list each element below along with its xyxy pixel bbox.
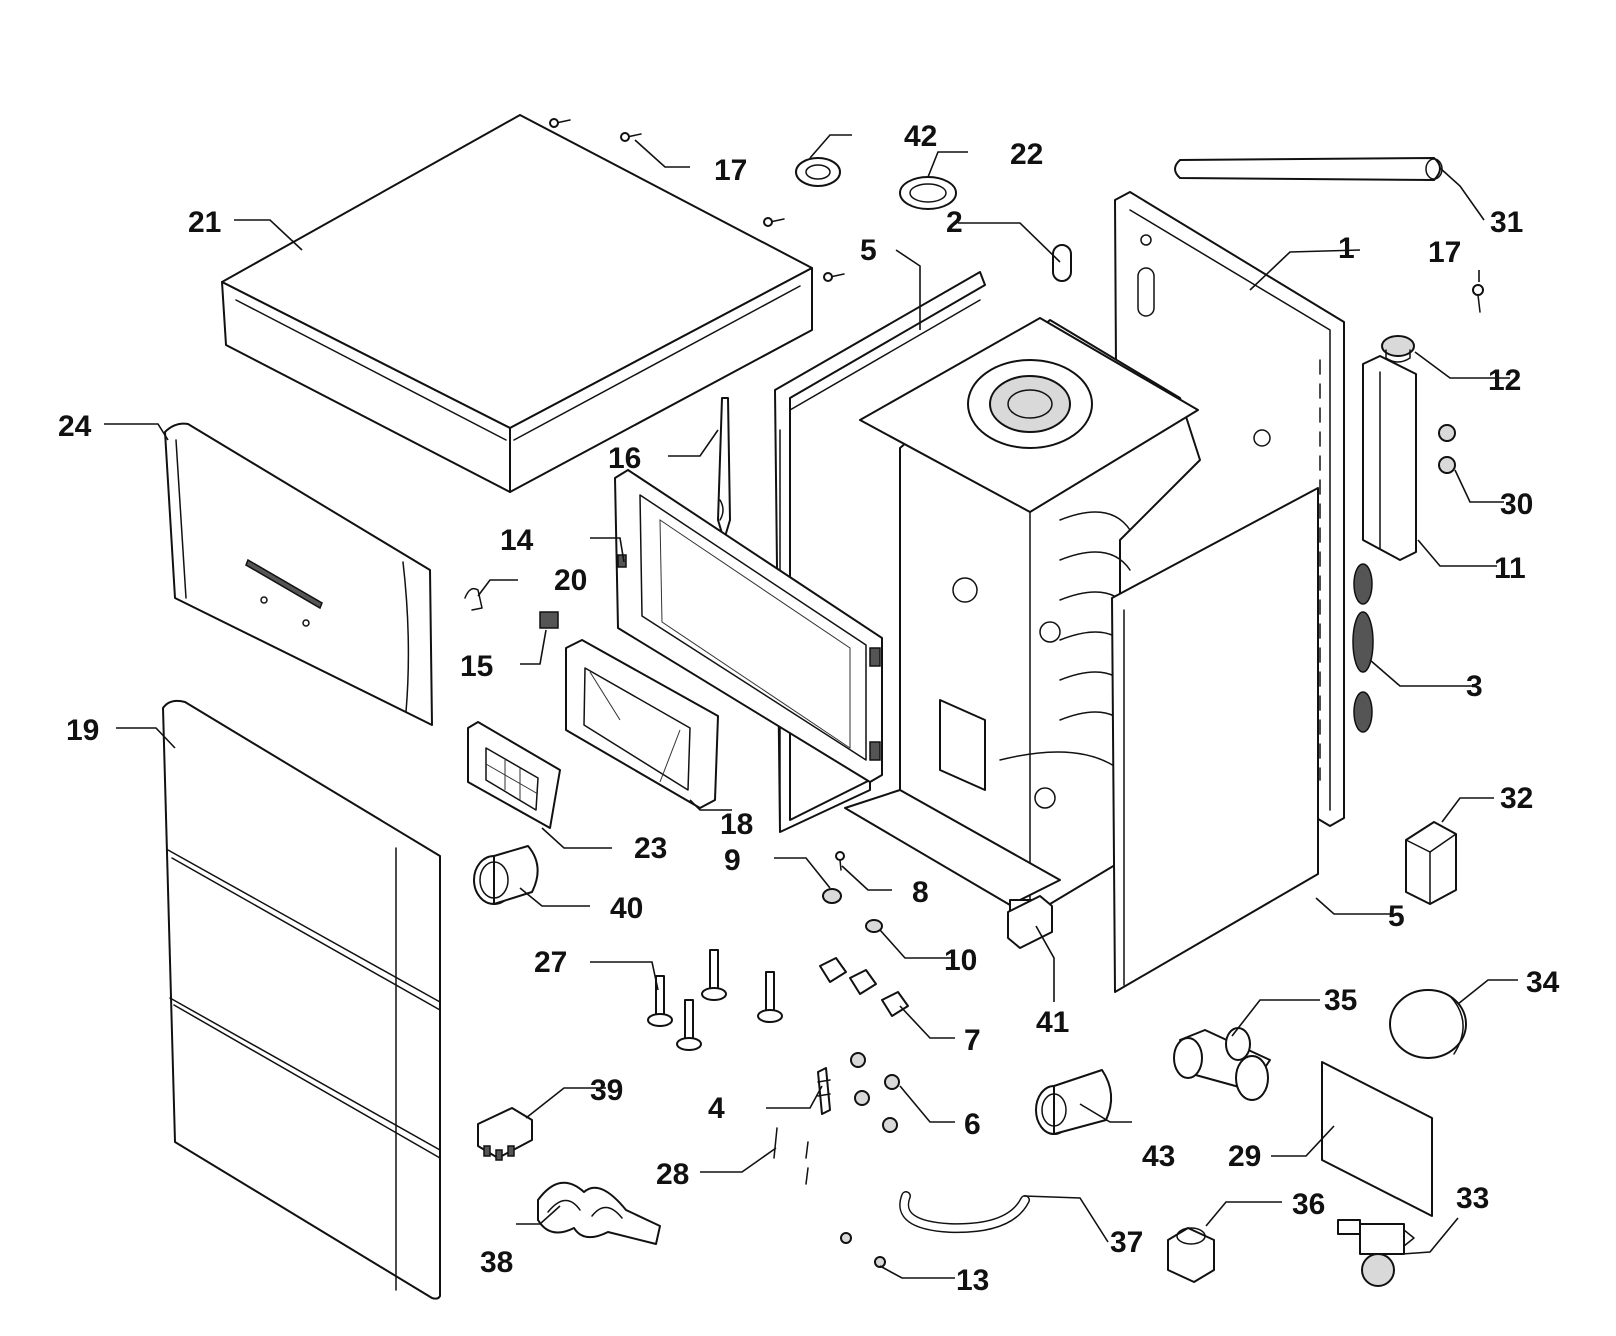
part-15-switch <box>539 611 559 629</box>
part-34-cap <box>1389 989 1467 1059</box>
leader-lines <box>104 134 1518 1279</box>
callout-35: 35 <box>1324 984 1357 1017</box>
callout-16: 16 <box>608 442 641 475</box>
part-32-box <box>1405 821 1457 905</box>
callout-33: 33 <box>1456 1182 1489 1215</box>
part-4-connector <box>817 1067 831 1115</box>
part-38-cable-clamp <box>537 1181 661 1245</box>
callout-10: 10 <box>944 944 977 977</box>
callout-14: 14 <box>500 524 534 557</box>
part-28-pins <box>773 1127 809 1185</box>
callout-2: 2 <box>946 206 963 239</box>
part-7-clips <box>819 957 909 1017</box>
boiler-body <box>844 317 1201 925</box>
part-40-fitting <box>473 845 539 905</box>
callout-22: 22 <box>1010 138 1043 171</box>
callout-24: 24 <box>58 410 92 443</box>
part-19-lower-front-panel <box>162 699 441 1300</box>
callout-6: 6 <box>964 1108 981 1141</box>
callout-7: 7 <box>964 1024 981 1057</box>
callout-40: 40 <box>610 892 643 925</box>
part-24-upper-front-panel <box>164 422 433 726</box>
part-17-screw-side <box>1472 284 1484 313</box>
part-11-bracket <box>1362 355 1417 561</box>
part-8-screw <box>835 851 845 871</box>
callout-8: 8 <box>912 876 929 909</box>
part-30-nuts <box>1438 424 1456 474</box>
part-5-side-panel-front <box>1111 487 1319 993</box>
part-3-gaskets <box>1352 563 1374 733</box>
callout-23: 23 <box>634 832 667 865</box>
part-42-ring <box>795 157 841 187</box>
callout-29: 29 <box>1228 1140 1261 1173</box>
part-6-screws <box>850 1052 900 1133</box>
callout-32: 32 <box>1500 782 1533 815</box>
part-31-rod <box>1174 157 1443 181</box>
part-20-clip <box>464 587 483 611</box>
part-27-feet <box>647 949 783 1051</box>
callout-11: 11 <box>1494 552 1526 585</box>
callout-5b: 5 <box>1388 900 1405 933</box>
part-16-bracket <box>717 397 731 541</box>
callout-34: 34 <box>1526 966 1560 999</box>
part-43-fitting <box>1035 1069 1113 1135</box>
callout-20: 20 <box>554 564 587 597</box>
callout-43: 43 <box>1142 1140 1175 1173</box>
part-37-hose <box>899 1191 1030 1234</box>
part-33-valve <box>1337 1219 1415 1287</box>
part-13-nuts <box>840 1232 886 1268</box>
callout-38: 38 <box>480 1246 513 1279</box>
callout-37: 37 <box>1110 1226 1143 1259</box>
part-2-oval-ring <box>1052 244 1072 282</box>
part-12-clamp <box>1381 335 1415 363</box>
callout-18: 18 <box>720 808 753 841</box>
callout-15: 15 <box>460 650 493 683</box>
callout-12: 12 <box>1488 364 1521 397</box>
callout-31: 31 <box>1490 206 1523 239</box>
callout-41: 41 <box>1036 1006 1069 1039</box>
part-18-control-cover <box>565 639 719 809</box>
callout-42: 42 <box>904 120 937 153</box>
part-29-plate <box>1321 1061 1433 1217</box>
part-23-display-unit <box>467 721 561 829</box>
callout-4: 4 <box>708 1092 725 1125</box>
callout-39: 39 <box>590 1074 623 1107</box>
part-35-fitting <box>1173 1027 1271 1101</box>
part-36-nut <box>1167 1227 1215 1283</box>
part-22-ring <box>899 176 957 210</box>
part-9-washer <box>822 888 842 904</box>
callout-30: 30 <box>1500 488 1533 521</box>
callout-27: 27 <box>534 946 567 979</box>
callout-1: 1 <box>1338 232 1355 265</box>
part-14-door-frame <box>614 469 883 783</box>
callout-28: 28 <box>656 1158 689 1191</box>
callout-17a: 17 <box>714 154 747 187</box>
callout-19: 19 <box>66 714 99 747</box>
part-17-screws-top <box>549 118 845 282</box>
callout-3: 3 <box>1466 670 1483 703</box>
callout-labels: 1 2 3 4 5 5 6 7 8 9 10 11 12 13 14 15 16… <box>58 120 1560 1297</box>
part-39-terminal-block <box>477 1107 533 1161</box>
callout-9: 9 <box>724 844 741 877</box>
callout-36: 36 <box>1292 1188 1325 1221</box>
callout-13: 13 <box>956 1264 989 1297</box>
part-21-top-cover <box>221 114 813 493</box>
callout-21: 21 <box>188 206 221 239</box>
part-10-washer <box>865 919 883 933</box>
callout-17b: 17 <box>1428 236 1461 269</box>
callout-5a: 5 <box>860 234 877 267</box>
